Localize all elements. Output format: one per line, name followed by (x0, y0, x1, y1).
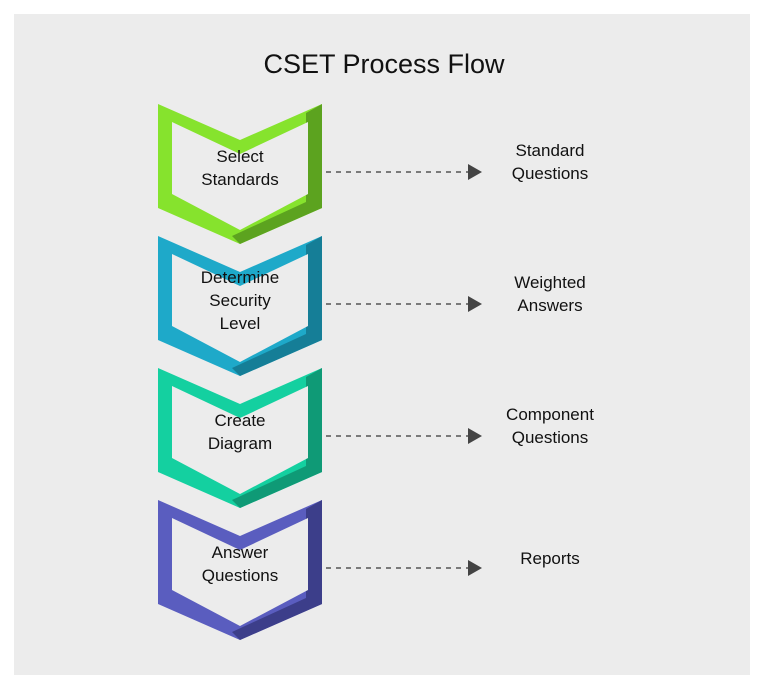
step-chevron-3 (158, 368, 322, 508)
chevron-inner-panel (172, 386, 308, 494)
output-label-4: Reports (470, 547, 630, 570)
diagram-title: CSET Process Flow (263, 49, 505, 79)
step-label-line: Standards (201, 170, 279, 189)
arrow-right-icon (468, 428, 482, 444)
output-label-line: Standard (515, 141, 585, 160)
step-label-line: Select (216, 147, 264, 166)
chevron-shade (232, 500, 322, 640)
step-label-line: Diagram (207, 434, 273, 453)
step-label-line: Answer (211, 543, 269, 562)
output-label-line: Reports (520, 548, 580, 568)
step-label-line: Questions (201, 566, 279, 585)
chevron-inner-panel (172, 254, 308, 362)
step-chevron-4 (158, 500, 322, 640)
output-label-line: Questions (511, 164, 589, 183)
step-chevron-2 (158, 236, 322, 376)
step-label-line: Create (214, 411, 266, 430)
chevron-shade (232, 236, 322, 376)
diagram-background (14, 14, 750, 675)
output-label-line: Weighted (514, 273, 586, 292)
step-label-line: Level (219, 313, 261, 333)
step-label-line: Determine (200, 267, 280, 287)
chevron-shade (232, 368, 322, 508)
arrow-right-icon (468, 560, 482, 576)
step-chevron-1 (158, 104, 322, 244)
output-label-line: Component (506, 405, 594, 424)
output-label-line: Questions (511, 428, 589, 447)
chevron-inner-panel (172, 122, 308, 230)
arrow-right-icon (468, 296, 482, 312)
chevron-inner-panel (172, 518, 308, 626)
output-label-line: Answers (517, 296, 583, 315)
step-label-line: Security (209, 290, 271, 310)
chevron-shade (232, 104, 322, 244)
arrow-right-icon (468, 164, 482, 180)
